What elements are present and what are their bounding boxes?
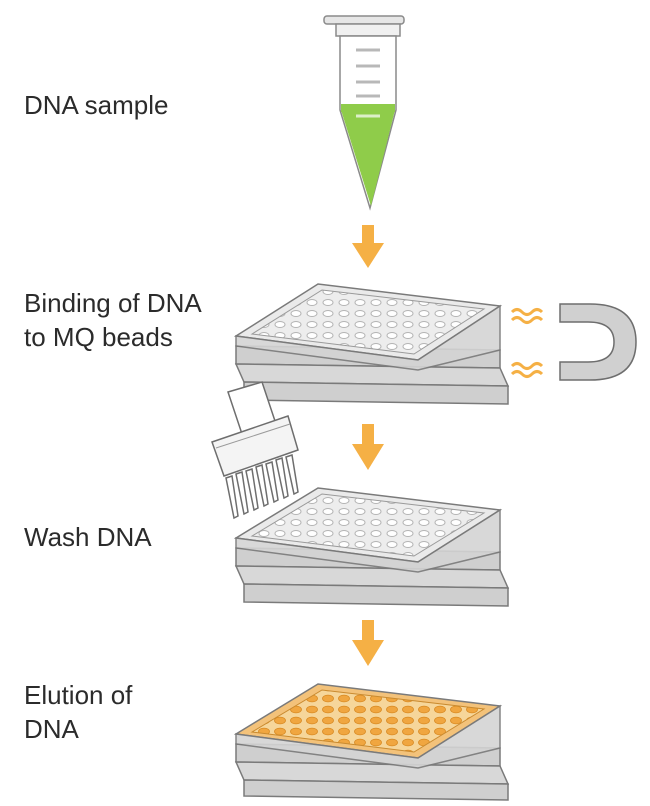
step-2-line-2: to MQ beads: [24, 322, 173, 352]
tube-icon: [323, 15, 405, 211]
step-label-wash: Wash DNA: [24, 520, 152, 554]
plate-icon: [233, 487, 510, 607]
magnet-icon: [510, 303, 637, 381]
step-4-line-1: Elution of: [24, 680, 133, 710]
arrow-down-icon: [352, 424, 384, 470]
elution-plate-icon: [233, 683, 510, 801]
multichannel-pipette-icon: [211, 381, 299, 520]
plate-icon: [233, 283, 510, 405]
step-label-dna-sample: DNA sample: [24, 88, 169, 122]
sample-liquid: [341, 110, 395, 206]
step-label-elution: Elution of DNA: [24, 678, 132, 746]
step-2-line-1: Binding of DNA: [24, 288, 202, 318]
step-label-binding: Binding of DNA to MQ beads: [24, 286, 202, 354]
step-4-line-2: DNA: [24, 714, 79, 744]
step-3-line-1: Wash DNA: [24, 522, 152, 552]
step-1-line-1: DNA sample: [24, 90, 169, 120]
arrow-down-icon: [352, 620, 384, 666]
arrow-down-icon: [352, 225, 384, 268]
